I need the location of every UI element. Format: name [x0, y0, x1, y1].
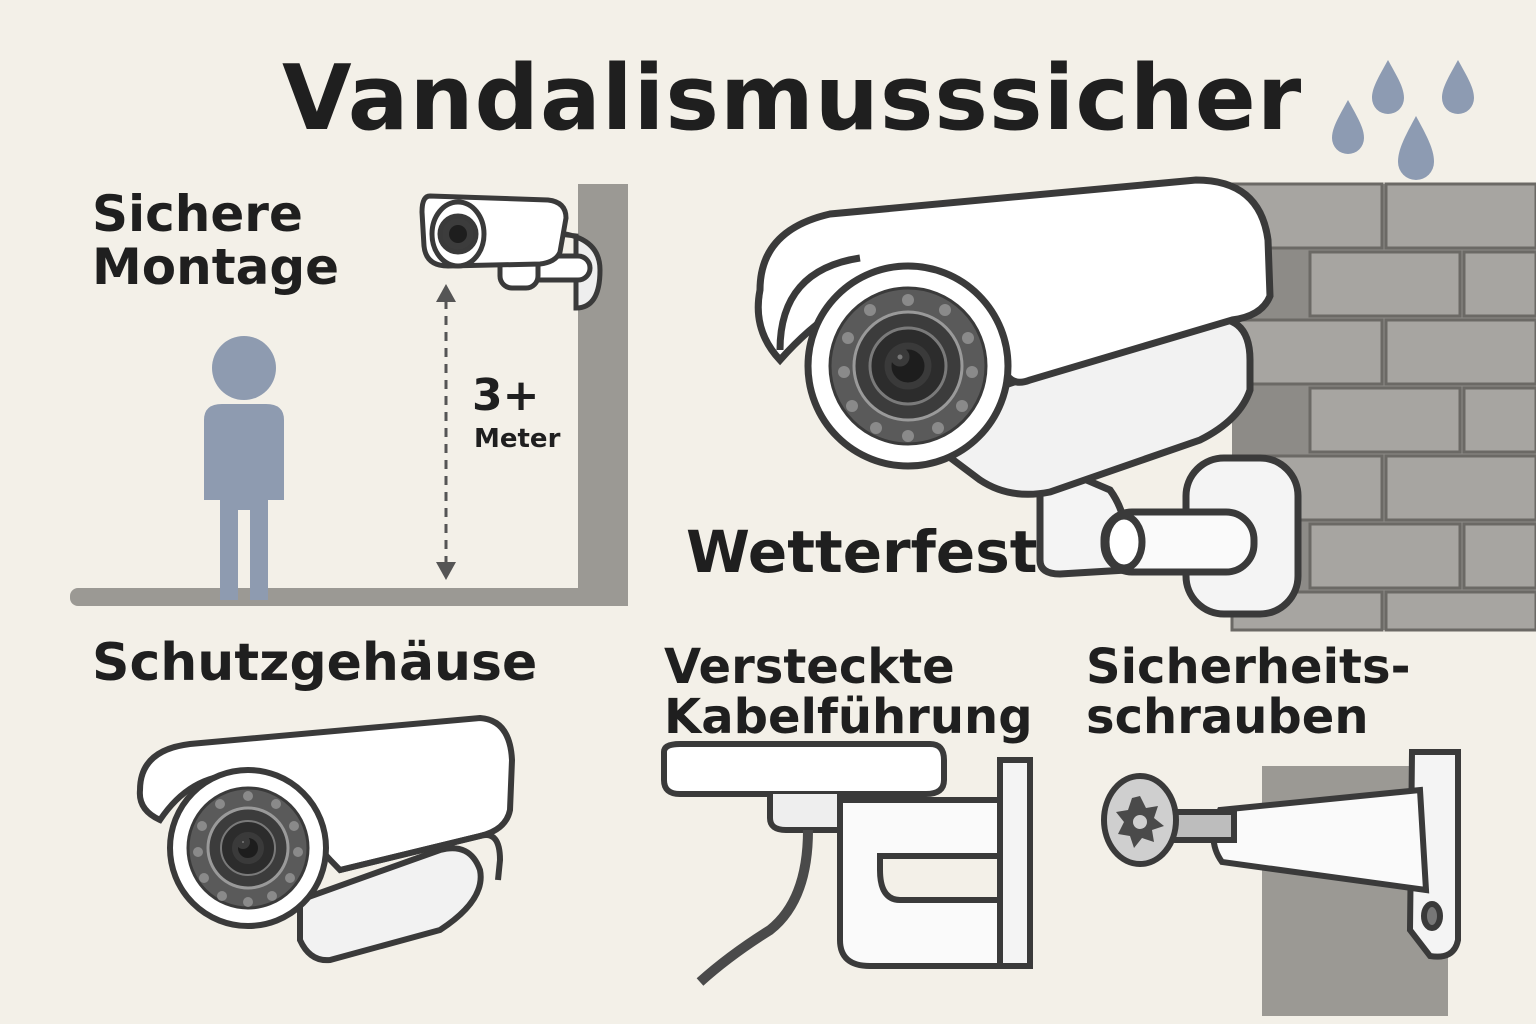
- camera-icon: [419, 193, 603, 311]
- raindrop-icon: [1372, 60, 1404, 114]
- screws-label-line1: Sicherheits-: [1086, 639, 1411, 695]
- screws-label-line2: schrauben: [1086, 689, 1369, 746]
- height-arrow: [436, 284, 456, 580]
- page-title: Vandalismusssicher: [282, 46, 1303, 151]
- mounting-label: Sichere Montage: [92, 188, 339, 293]
- mounting-label-line2: Montage: [92, 237, 340, 296]
- brick-wall: [1230, 182, 1536, 632]
- ground-line: [70, 588, 628, 606]
- raindrop-icons: [1332, 60, 1474, 180]
- height-value: 3+: [472, 370, 540, 421]
- screws-label: Sicherheits- schrauben: [1086, 642, 1411, 743]
- camera-icon: [136, 714, 516, 964]
- ir-leds-large: [838, 294, 978, 442]
- camera-icon: [754, 176, 1302, 618]
- cable-mount-icon: [661, 741, 1033, 969]
- person-icon: [204, 336, 284, 600]
- screw-scene: [1101, 749, 1461, 1016]
- cabling-label-line2: Kabelführung: [664, 689, 1033, 746]
- mounting-scene: [70, 184, 628, 606]
- cabling-label: Versteckte Kabelführung: [664, 642, 1033, 743]
- height-unit: Meter: [474, 424, 561, 454]
- raindrop-icon: [1332, 100, 1364, 154]
- cabling-label-line1: Versteckte: [664, 639, 955, 695]
- mounting-label-line1: Sichere: [92, 185, 303, 243]
- hidden-cable: [696, 829, 813, 986]
- raindrop-icon: [1398, 116, 1434, 180]
- ir-leds-small: [193, 791, 303, 907]
- raindrop-icon: [1442, 60, 1474, 114]
- housing-label: Schutzgehäuse: [92, 633, 538, 693]
- weatherproof-label: Wetterfest: [686, 518, 1038, 586]
